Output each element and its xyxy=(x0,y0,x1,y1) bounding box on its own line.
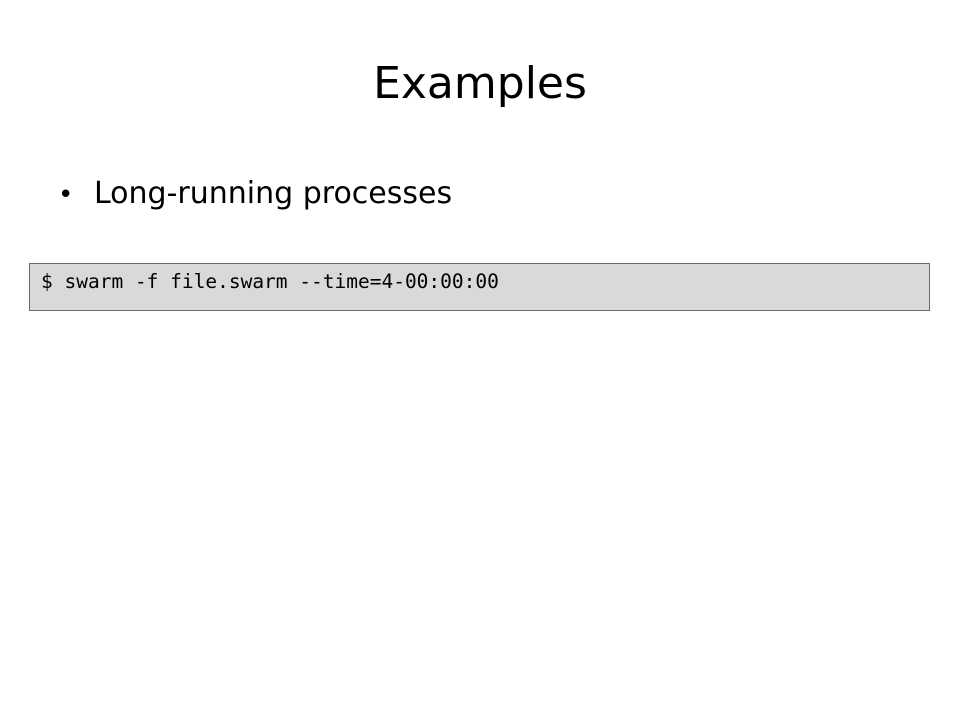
bullet-text: Long-running processes xyxy=(94,176,453,211)
code-line: $ swarm -f file.swarm --time=4-00:00:00 xyxy=(41,270,499,293)
bullet-list: • Long-running processes xyxy=(58,176,452,212)
slide-title: Examples xyxy=(373,58,587,109)
code-block: $ swarm -f file.swarm --time=4-00:00:00 xyxy=(29,263,930,311)
bullet-item: • Long-running processes xyxy=(58,176,452,212)
bullet-marker: • xyxy=(58,180,74,210)
